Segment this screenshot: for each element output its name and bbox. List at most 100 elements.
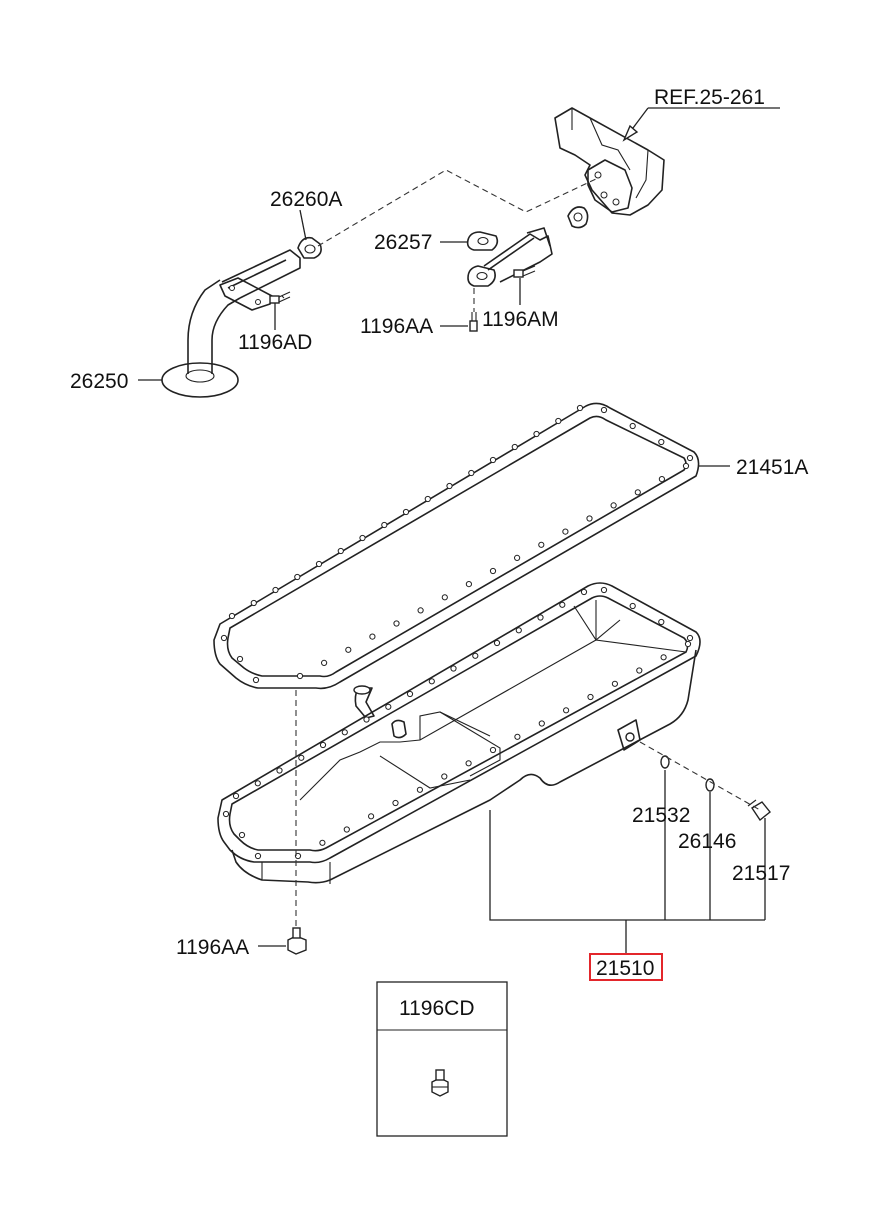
bolt-hole <box>232 792 240 800</box>
bolt-hole <box>272 586 279 594</box>
bolt-hole <box>559 601 566 608</box>
bolt-hole <box>254 780 261 787</box>
label-26146: 26146 <box>678 830 736 853</box>
bolt-hole <box>686 634 694 642</box>
drain-plug-21517 <box>747 799 771 822</box>
bolt-hole <box>563 707 570 714</box>
bolt-hole <box>238 831 246 839</box>
bolt-hole <box>562 528 569 535</box>
bolt-1196AA-top <box>469 312 478 332</box>
bolt-hole <box>537 614 544 621</box>
label-1196AA-top: 1196AA <box>360 315 433 338</box>
oil-pan-21510 <box>217 582 701 884</box>
bolt-hole <box>472 652 479 659</box>
bolt-1196AA-bottom <box>287 927 307 955</box>
bolt-hole <box>446 482 453 490</box>
oring-26146 <box>705 778 715 792</box>
bolt-hole <box>576 404 584 412</box>
bolt-hole <box>468 469 475 477</box>
bolt-hole <box>424 495 431 503</box>
bolt-hole <box>636 667 643 674</box>
bolt-hole <box>220 634 228 642</box>
label-26250: 26250 <box>70 370 128 393</box>
bolt-hole <box>368 813 375 820</box>
bolt-hole <box>538 541 545 548</box>
label-1196AD: 1196AD <box>238 331 312 354</box>
bolt-hole <box>315 560 323 568</box>
bolt-hole <box>385 703 392 710</box>
bolt-hole <box>252 676 260 684</box>
pan-bolt-holes <box>222 586 694 860</box>
bolt-hole <box>493 639 501 647</box>
label-1196AM: 1196AM <box>482 308 559 331</box>
bolt-hole <box>402 508 410 516</box>
bolt-hole <box>359 534 366 542</box>
bolt-hole <box>489 746 497 754</box>
bolt-hole <box>392 799 399 807</box>
bolt-hole <box>629 422 636 430</box>
oil-pan-gasket-21451A <box>213 402 700 690</box>
bolt-hole <box>514 554 521 562</box>
bolt-hole <box>587 693 594 701</box>
washer-21532 <box>660 755 670 769</box>
bolt-hole <box>369 633 376 640</box>
bolt-1196CD-icon <box>431 1069 449 1097</box>
bolt-hole <box>254 852 262 860</box>
bolt-hole <box>381 521 388 529</box>
bolt-hole <box>684 640 692 648</box>
bolt-hole <box>321 659 328 667</box>
bolt-hole <box>236 655 244 663</box>
bolt-hole <box>343 826 350 833</box>
bolt-hole <box>634 489 641 496</box>
bolt-hole <box>393 620 400 627</box>
bolt-hole <box>611 680 619 687</box>
bolt-hole <box>600 406 608 414</box>
bolt-hole <box>319 839 326 846</box>
bolt-hole <box>682 462 690 470</box>
bolt-hole <box>341 729 348 736</box>
label-21510[interactable]: 21510 <box>596 957 654 980</box>
bolt-hole <box>580 588 588 596</box>
bolt-hole <box>298 754 305 761</box>
label-26260A: 26260A <box>270 188 342 211</box>
bolt-hole <box>296 672 304 680</box>
bolt-hole <box>250 599 257 607</box>
oil-strainer-pickup <box>161 249 301 398</box>
gasket-bolt-holes <box>220 404 694 684</box>
bolt-hole <box>610 502 617 509</box>
bolt-hole <box>276 767 283 774</box>
label-21532: 21532 <box>632 804 690 827</box>
bolt-hole <box>406 690 414 698</box>
bolt-hole <box>686 454 694 462</box>
gasket-26260A <box>297 236 322 259</box>
bolt-hole <box>450 665 457 672</box>
bolt-hole <box>294 573 301 581</box>
bolt-hole <box>600 586 608 594</box>
bolt-hole <box>441 594 448 601</box>
bolt-hole <box>465 581 472 588</box>
bolt-hole <box>441 773 448 780</box>
bolt-1196AM <box>513 265 536 278</box>
bolt-hole <box>294 852 302 860</box>
bolt-hole <box>515 627 522 634</box>
label-1196CD: 1196CD <box>399 997 475 1020</box>
oil-pipe-connector <box>466 206 589 287</box>
label-21517: 21517 <box>732 862 790 885</box>
part-box-1196CD: 1196CD <box>376 981 508 1137</box>
bolt-hole <box>629 602 636 610</box>
bolt-hole <box>658 438 665 446</box>
bolt-1196AD <box>269 291 291 304</box>
label-21451A: 21451A <box>736 456 808 479</box>
bolt-hole <box>465 760 472 767</box>
bolt-hole <box>555 417 562 425</box>
bolt-hole <box>428 678 435 685</box>
bolt-hole <box>658 476 666 483</box>
oil-pump-assembly <box>554 107 665 216</box>
bolt-hole <box>658 618 665 626</box>
bolt-hole <box>222 810 230 818</box>
bolt-hole <box>514 733 521 740</box>
label-1196AA-bottom: 1196AA <box>176 936 249 959</box>
label-26257: 26257 <box>374 231 432 254</box>
bolt-hole <box>660 654 667 661</box>
bolt-hole <box>511 443 518 451</box>
